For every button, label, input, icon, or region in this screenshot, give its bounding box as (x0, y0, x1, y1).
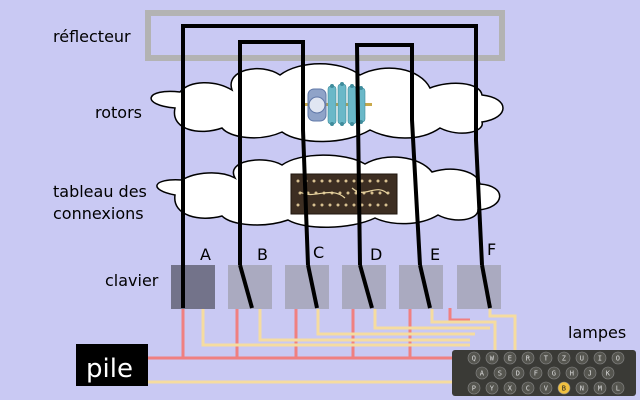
lamp-letter: V (544, 385, 549, 393)
keyboard-label: clavier (105, 271, 159, 290)
lamp: R (521, 351, 535, 365)
lamp-letter: W (490, 355, 495, 363)
key-c[interactable]: C (285, 243, 329, 309)
lamp: X (503, 381, 517, 395)
lamp-letter: Q (472, 355, 476, 363)
lamp-lit: B (557, 381, 571, 395)
lamp: P (467, 381, 481, 395)
lamp-letter: F (534, 370, 538, 378)
rotor-cloud (150, 63, 504, 143)
lamp: U (575, 351, 589, 365)
lamp-letter: N (580, 385, 584, 393)
lamp: F (529, 366, 543, 380)
reflector-label: réflecteur (53, 27, 131, 46)
plugboard-panel-icon (290, 173, 398, 215)
lamp-letter: C (526, 385, 530, 393)
battery-label: pile (86, 354, 133, 384)
reflector-box (145, 10, 505, 61)
key-f[interactable]: F (457, 240, 501, 309)
lamp: Y (485, 381, 499, 395)
lamp-letter: P (472, 385, 476, 393)
plugboard-label-line1: tableau des (53, 182, 147, 201)
lamp-panel: Q W E R T Z U I O A S D F G H J K P Y X C V B N M L (452, 350, 636, 396)
lamp: O (611, 351, 625, 365)
lamp: I (593, 351, 607, 365)
lamp-letter: X (508, 385, 513, 393)
lamp-letter: L (616, 385, 620, 393)
lamp-letter: M (598, 385, 602, 393)
key-a[interactable]: A (171, 245, 215, 309)
key-d[interactable]: D (342, 245, 386, 309)
lamp-letter: R (526, 355, 531, 363)
lamp-letter: G (552, 370, 556, 378)
lamp-letter: E (508, 355, 512, 363)
lamp: N (575, 381, 589, 395)
lamp: M (593, 381, 607, 395)
lamp: G (547, 366, 561, 380)
lamp: S (493, 366, 507, 380)
battery-icon: pile (76, 344, 148, 386)
lamp-letter: S (498, 370, 502, 378)
key-b[interactable]: B (228, 245, 272, 309)
lamp: T (539, 351, 553, 365)
key-label: B (257, 245, 268, 264)
key-e[interactable]: E (399, 245, 443, 309)
rotor-stack-icon (302, 82, 372, 126)
lamp: Q (467, 351, 481, 365)
lamp: E (503, 351, 517, 365)
lamp: J (583, 366, 597, 380)
lamp: D (511, 366, 525, 380)
lamp: C (521, 381, 535, 395)
key-label: C (313, 243, 324, 262)
lamp: K (601, 366, 615, 380)
key-label: A (200, 245, 211, 264)
key-label: F (487, 240, 496, 259)
lamp: L (611, 381, 625, 395)
internal-wires (181, 24, 484, 266)
lamp-letter: D (516, 370, 520, 378)
key-label: D (370, 245, 382, 264)
yellow-wires (148, 308, 517, 384)
key-label: E (430, 245, 440, 264)
lamp-letter: K (606, 370, 611, 378)
lamp-letter: B (562, 385, 566, 393)
rotors-label: rotors (95, 103, 142, 122)
lamp-letter: O (616, 355, 620, 363)
lamp-letter: Z (562, 355, 566, 363)
lamp-letter: T (544, 355, 549, 363)
lamp-letter: Y (490, 385, 495, 393)
lamp-letter: H (570, 370, 574, 378)
lamp-letter: U (580, 355, 584, 363)
plugboard-label-line2: connexions (53, 204, 144, 223)
lamp: A (475, 366, 489, 380)
lamp: V (539, 381, 553, 395)
lamp: Z (557, 351, 571, 365)
lamp: W (485, 351, 499, 365)
lamp-letter: J (588, 370, 592, 378)
lamp-letter: A (480, 370, 485, 378)
lamp-letter: I (598, 355, 602, 363)
lamps-label: lampes (568, 323, 626, 342)
lamp: H (565, 366, 579, 380)
